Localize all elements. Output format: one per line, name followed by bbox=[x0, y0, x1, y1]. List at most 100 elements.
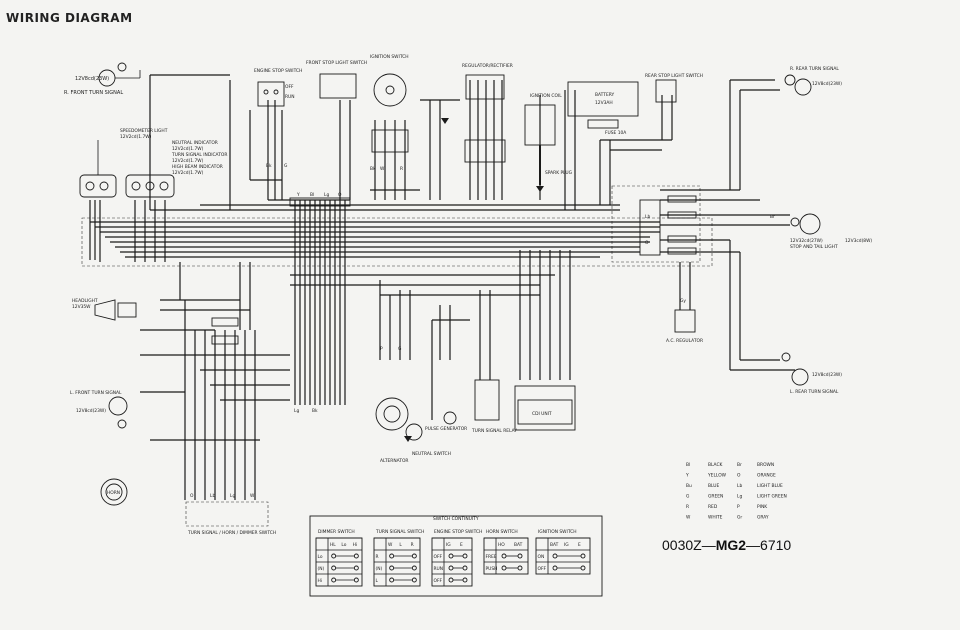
turn-indicator-label: TURN SIGNAL INDICATOR bbox=[171, 152, 227, 158]
horn-label: HORN bbox=[107, 490, 120, 496]
legend-code: R bbox=[686, 504, 689, 510]
page-title: WIRING DIAGRAM bbox=[6, 11, 133, 25]
legend-code: Bu bbox=[686, 483, 692, 489]
legend-code: G bbox=[686, 494, 690, 500]
alternator: ALTERNATOR NEUTRAL SWITCH bbox=[375, 397, 451, 464]
pulse-generator-label: PULSE GENERATOR bbox=[425, 426, 467, 432]
wire-tag: P bbox=[380, 346, 383, 352]
battery-label: BATTERY bbox=[595, 92, 615, 98]
part-number: 0030Z—MG2—6710 bbox=[662, 537, 791, 553]
rear-stop-switch-label: REAR STOP LIGHT SWITCH bbox=[645, 73, 703, 79]
switch-table-row: (N) bbox=[376, 566, 383, 572]
front-stop-switch-label: FRONT STOP LIGHT SWITCH bbox=[306, 60, 367, 66]
ac-regulator-label: A.C. REGULATOR bbox=[666, 338, 703, 344]
wire-tag: Br bbox=[770, 214, 775, 220]
l-front-turn-signal: L. FRONT TURN SIGNAL 12V8cd(23W) bbox=[70, 390, 128, 429]
switch-table-col: L bbox=[399, 542, 402, 548]
spark-plug-label: SPARK PLUG bbox=[545, 170, 573, 176]
switch-table-name: DIMMER SWITCH bbox=[318, 529, 355, 535]
switch-table-col: E bbox=[578, 542, 581, 548]
turn-horn-dimmer-switch: TURN SIGNAL / HORN / DIMMER SWITCH bbox=[185, 501, 276, 536]
ignition-switch-label: IGNITION SWITCH bbox=[370, 54, 409, 60]
switch-table-name: ENGINE STOP SWITCH bbox=[434, 529, 482, 535]
wire-tag: O bbox=[338, 192, 342, 198]
cdi-unit: CDI UNIT bbox=[514, 385, 576, 431]
switch-table-row: L bbox=[376, 578, 379, 584]
r-front-turn-spec: 12V8cd(23W) bbox=[75, 76, 109, 82]
switch-table-col: IG bbox=[446, 542, 451, 548]
switch-table-col: Lo bbox=[341, 542, 346, 548]
switch-table-col: IG bbox=[564, 542, 569, 548]
alternator-label: ALTERNATOR bbox=[380, 458, 409, 464]
headlight-label: HEADLIGHT bbox=[72, 298, 98, 304]
legend-color: LIGHT BLUE bbox=[757, 483, 783, 489]
l-rear-turn-name: L. REAR TURN SIGNAL bbox=[790, 389, 839, 395]
turn-relay-label: TURN SIGNAL RELAY bbox=[471, 428, 517, 434]
legend-code: P bbox=[737, 504, 740, 510]
switch-table-col: R bbox=[411, 542, 414, 548]
wire-tag: G bbox=[284, 163, 288, 169]
ignition-coil: IGNITION COIL SPARK PLUG bbox=[524, 93, 573, 185]
stop-tail-light: 12V32cd(27W) 12V3cd(8W) STOP AND TAIL LI… bbox=[790, 213, 872, 250]
wire-tag: Lg bbox=[324, 192, 329, 198]
wire-tag: Lb bbox=[210, 493, 215, 499]
r-front-turn-signal: 12V8cd(23W) R. FRONT TURN SIGNAL bbox=[64, 62, 141, 96]
switch-table-row: R bbox=[376, 554, 379, 560]
wire-tag: Lb bbox=[645, 214, 650, 220]
engine-stop-off: OFF bbox=[285, 84, 294, 90]
legend-code: Gr bbox=[737, 515, 742, 521]
wire-tag: W bbox=[250, 493, 255, 499]
r-rear-turn-signal: R. REAR TURN SIGNAL 12V8cd(23W) bbox=[784, 66, 842, 96]
neutral-indicator-label: NEUTRAL INDICATOR bbox=[172, 140, 218, 146]
ignition-switch: IGNITION SWITCH bbox=[370, 54, 409, 153]
r-rear-turn-name: R. REAR TURN SIGNAL bbox=[790, 66, 839, 72]
neutral-indicator-spec: 12V2cd(1.7W) bbox=[172, 146, 204, 152]
legend-color: WHITE bbox=[708, 515, 723, 521]
switch-continuity-title: SWITCH CONTINUITY bbox=[433, 516, 479, 522]
turn-horn-dimmer-label: TURN SIGNAL / HORN / DIMMER SWITCH bbox=[187, 530, 276, 536]
legend-code: W bbox=[686, 515, 691, 521]
connector-blocks bbox=[211, 195, 697, 345]
neutral-switch-label: NEUTRAL SWITCH bbox=[412, 451, 451, 457]
ac-regulator: A.C. REGULATOR bbox=[666, 309, 703, 344]
battery-spec: 12V3AH bbox=[595, 100, 613, 106]
regulator-label: REGULATOR/RECTIFIER bbox=[462, 63, 513, 69]
speedometer-light-label: SPEEDOMETER LIGHT bbox=[120, 128, 168, 134]
legend-code: Lb bbox=[737, 483, 742, 489]
legend-color: GRAY bbox=[757, 515, 769, 521]
wire-tag: G bbox=[398, 346, 402, 352]
wire-tag: Y bbox=[296, 192, 300, 198]
l-rear-turn-signal: 12V8cd(23W) L. REAR TURN SIGNAL bbox=[781, 352, 842, 395]
wire-tag: Bl bbox=[310, 192, 314, 198]
switch-table-col: W bbox=[388, 542, 393, 548]
rear-bundle bbox=[660, 79, 795, 371]
switch-table-col: BAT bbox=[550, 542, 559, 548]
switch-table-row: OFF bbox=[434, 554, 443, 560]
engine-stop-switch-label: ENGINE STOP SWITCH bbox=[254, 68, 302, 74]
switch-table-row: Lo bbox=[318, 554, 323, 560]
legend-color: GREEN bbox=[708, 494, 723, 500]
l-front-turn-spec: 12V8cd(23W) bbox=[76, 408, 106, 414]
l-rear-turn-spec: 12V8cd(23W) bbox=[812, 372, 842, 378]
legend-color: BLACK bbox=[708, 462, 723, 468]
regulator-rectifier: REGULATOR/RECTIFIER bbox=[462, 63, 513, 163]
wire-tag: W bbox=[380, 166, 385, 172]
top-switch-wires bbox=[249, 80, 673, 210]
tail-light-spec: 12V32cd(27W) bbox=[790, 238, 823, 244]
engine-stop-switch: ENGINE STOP SWITCH OFF RUN bbox=[254, 68, 302, 107]
r-rear-turn-spec: 12V8cd(23W) bbox=[812, 81, 842, 87]
turn-signal-relay: TURN SIGNAL RELAY bbox=[471, 379, 517, 434]
switch-table-name: TURN SIGNAL SWITCH bbox=[375, 529, 424, 535]
legend-color: YELLOW bbox=[707, 473, 727, 479]
fuse-label: FUSE 10A bbox=[605, 130, 626, 136]
legend-color: ORANGE bbox=[757, 473, 776, 479]
wire-tag: Lg bbox=[294, 408, 299, 414]
headlight-spec: 12V35W bbox=[72, 304, 91, 310]
horn: HORN bbox=[100, 478, 128, 506]
